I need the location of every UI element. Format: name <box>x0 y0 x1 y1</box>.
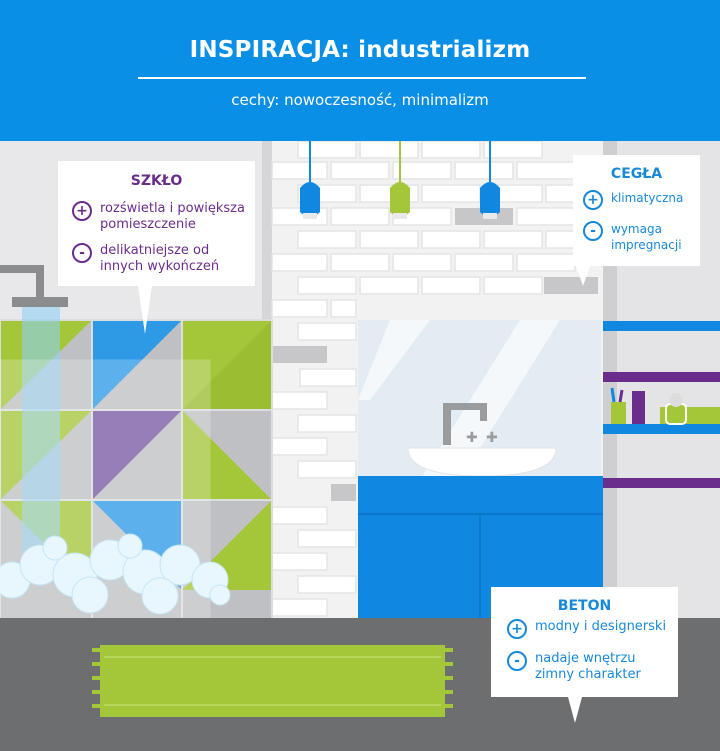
lamp-icon <box>390 141 410 219</box>
callout-szklo: .b1::after{left:79px;bottom:-20px;} SZKŁ… <box>58 161 255 334</box>
con-text: delikatniejsze od innych wykończeń <box>100 243 220 274</box>
header-divider <box>138 77 586 79</box>
pro-item: + klimatyczna <box>583 190 698 210</box>
pro-item: + modny i designerski <box>507 619 677 639</box>
callout-pointer <box>576 266 590 286</box>
minus-icon: - <box>507 651 527 671</box>
pro-text: rozświetla i powiększa pomieszczenie <box>100 201 245 232</box>
bathroom-scene: ✚ ✚ <box>0 141 720 751</box>
con-text: wymaga impregnacji <box>611 222 682 252</box>
minus-icon: - <box>72 243 92 263</box>
callout-pointer <box>568 697 582 723</box>
plus-icon: + <box>72 201 92 221</box>
rug-icon <box>92 645 453 717</box>
con-item: - wymaga impregnacji <box>583 221 698 253</box>
svg-text:✚: ✚ <box>466 430 478 446</box>
lamp-icon <box>300 141 320 219</box>
page-title: INSPIRACJA: industrializm <box>189 37 531 63</box>
con-text: nadaje wnętrzu zimny charakter <box>535 651 641 682</box>
foam-bubbles <box>0 533 231 615</box>
callout-beton: BETON + modny i designerski - nadaje wnę… <box>491 587 678 723</box>
minus-icon: - <box>583 221 603 241</box>
pro-item: + rozświetla i powiększa pomieszczenie <box>72 201 252 233</box>
callout-title: BETON <box>557 598 612 614</box>
con-item: - delikatniejsze od innych wykończeń <box>72 243 252 275</box>
callout-title: SZKŁO <box>130 173 183 189</box>
callout-title: CEGŁA <box>610 166 663 182</box>
plus-icon: + <box>583 190 603 210</box>
pro-text: klimatyczna <box>611 191 684 205</box>
lamp-icon <box>480 141 500 219</box>
callout-pointer <box>138 286 152 334</box>
con-item: - nadaje wnętrzu zimny charakter <box>507 651 677 683</box>
shower-icon <box>0 265 68 577</box>
header-banner: INSPIRACJA: industrializm cechy: nowocze… <box>0 0 720 141</box>
callout-cegla: CEGŁA + klimatyczna - wymaga impregnacji <box>573 155 700 286</box>
faucet-icon: ✚ ✚ <box>443 403 498 446</box>
soap-bottle <box>665 393 687 425</box>
plus-icon: + <box>507 619 527 639</box>
bottle-icon <box>632 391 645 424</box>
pro-text: modny i designerski <box>535 619 667 634</box>
svg-text:✚: ✚ <box>486 430 498 446</box>
page-subtitle: cechy: nowoczesność, minimalizm <box>231 91 489 109</box>
cup-icon <box>610 387 626 424</box>
